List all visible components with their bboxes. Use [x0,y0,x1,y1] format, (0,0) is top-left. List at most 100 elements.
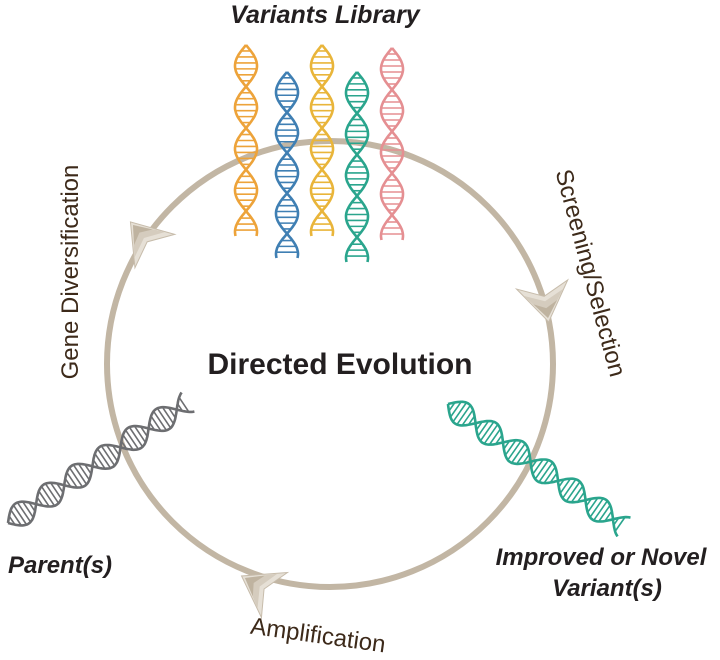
parent-dna-helix-rung [68,467,84,488]
amplification-label: Amplification [249,613,387,659]
library-dna-5-strand-a [379,47,405,241]
parent-dna-helix-rung [128,426,144,448]
improved-dna-helix-rung [576,491,586,503]
improved-dna-helix-rung [538,462,554,483]
library-dna-3-strand-b [309,44,335,237]
screening-selection-label: Screening/Selection [550,166,631,379]
improved-dna-helix-rung [565,481,581,502]
improved-dna-helix-rung [593,500,608,521]
gene-diversification-arrow-stripe [133,225,166,258]
library-dna-3 [309,44,335,237]
improved-dna-helix-rung [516,447,529,465]
library-dna-2-strand-a [274,71,300,259]
improved-dna-helix-rung [452,402,468,423]
parent-dna-helix-rung [140,426,148,437]
library-dna-2 [274,71,300,259]
improved-dna-helix-rung [456,404,472,425]
improved-dna-helix-rung [479,421,495,442]
improved-dna-helix-rung [477,420,490,437]
improved-dna-helix-rung [559,478,572,494]
parent-dna-helix-rung [133,425,147,443]
parent-dna-helix [6,391,195,527]
parent-dna-helix-strand-b [6,391,183,524]
improved-dna-helix-rung [461,409,474,426]
screening-selection-arrow-stripe [523,288,564,318]
parent-dna [6,391,195,527]
parent-dna-helix-rung [72,464,88,485]
amplification-arrow [240,571,290,620]
gene-diversification-arrow [129,221,177,270]
library-dna-4-strand-b [344,71,370,263]
amplification-arrow-stripe-inner [245,575,265,597]
parent-dna-helix-rung [124,429,140,450]
improved-dna-helix-strand-a [446,403,619,538]
screening-selection-arrow-stripe-inner [533,300,558,318]
parent-dna-helix-rung [94,453,106,470]
parent-dna-helix-rung [84,464,92,475]
improved-dna-helix-rung [587,497,599,513]
parent-dna-helix-rung [167,407,177,419]
improved-dna-helix-strand-b [447,400,631,523]
library-dna-1-strand-b [233,44,259,237]
improved-dna-helix-rung [589,498,604,518]
parent-dna-helix-rung [66,471,78,489]
library-dna-2-strand-b [274,71,300,259]
parent-dna-helix-rung [10,509,22,526]
diagram-title: Directed Evolution [207,348,472,381]
library-dna-1-strand-a [233,44,259,237]
improved-dna-helix-rung [532,459,544,475]
parent-dna-helix-rung [40,486,56,507]
improved-dna-helix-rung [507,440,522,461]
improved-variant-label-line2: Variant(s) [552,575,662,602]
screening-selection-arrow [514,278,569,323]
parent-dna-helix-rung [96,448,112,469]
parent-dna-helix-rung [150,415,162,432]
parent-dna-helix-rung [77,463,91,481]
improved-dna-helix-rung [504,439,517,456]
variants-library-label: Variants Library [230,1,421,29]
gene-diversification-label: Gene Diversification [57,165,84,380]
improved-dna-helix-rung [543,466,556,484]
parents-label: Parent(s) [8,552,112,579]
parent-dna-helix-rung [152,410,168,431]
parent-dna-helix-rung [44,483,60,504]
variants-library-dna-group [233,44,405,263]
improved-dna-helix-rung [510,443,526,464]
improved-dna-helix-rung [614,516,626,532]
improved-dna-helix [446,400,631,538]
improved-dna-helix-rung [488,428,502,446]
improved-variant-label-line1: Improved or Novel [496,544,708,571]
library-dna-4-strand-a [344,71,370,263]
library-dna-5 [379,47,405,241]
parent-dna-helix-rung [122,434,134,451]
parent-dna-helix-rung [112,445,120,456]
improved-dna-helix-rung [598,504,611,522]
parent-dna-helix-strand-a [7,405,195,527]
library-dna-4 [344,71,370,263]
parent-dna-helix-rung [178,397,190,413]
cycle-arrows [129,221,569,620]
gene-diversification-arrow-stripe-inner [133,225,153,245]
parent-dna-helix-rung [161,406,175,425]
library-dna-5-strand-b [379,47,405,241]
improved-dna-helix-rung [534,459,550,480]
library-dna-3-strand-a [309,44,335,237]
improved-dna-helix-rung [570,485,584,503]
parent-dna-helix-rung [105,444,119,462]
parent-dna-helix-rung [22,501,34,518]
parent-dna-helix-rung [16,502,32,523]
improved-variant-dna [446,400,631,538]
parent-dna-helix-rung [100,445,116,467]
parent-dna-helix-rung [12,504,28,526]
improved-dna-helix-rung [483,423,499,445]
improved-dna-helix-rung [449,401,462,418]
parent-dna-helix-rung [50,482,62,500]
library-dna-1 [233,44,259,237]
improved-dna-helix-rung [561,478,577,499]
parent-dna-helix-rung [156,407,172,429]
improved-dna-helix-rung [549,472,558,483]
improved-dna-helix-rung [604,510,613,522]
parent-dna-helix-rung [38,490,50,507]
